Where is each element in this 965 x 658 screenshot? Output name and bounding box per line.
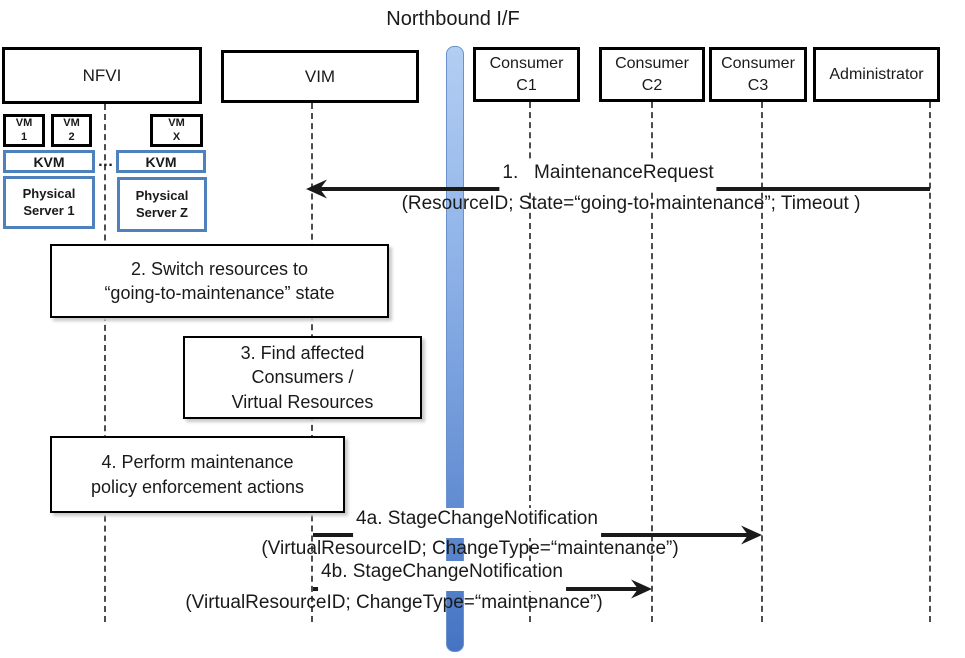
actor-consumer-c2: Consumer C2 — [599, 47, 705, 102]
lifeline-consumer-c2 — [651, 102, 653, 622]
actor-consumer-c1: Consumer C1 — [473, 47, 580, 102]
physical-server-1-box: Physical Server 1 — [3, 176, 95, 229]
kvm-2-box: KVM — [116, 150, 206, 173]
message-1-label: 1. MaintenanceRequest — [499, 162, 717, 192]
vm-2-line2: 2 — [68, 130, 75, 143]
vm-1-line2: 1 — [20, 130, 28, 143]
lifeline-consumer-c1 — [529, 102, 531, 622]
actor-nfvi-label: NFVI — [82, 65, 122, 85]
vm-x-line1: VM — [168, 116, 185, 129]
physical-server-z-line2: Server Z — [135, 204, 189, 220]
lifeline-nfvi — [104, 104, 106, 622]
lifeline-administrator — [929, 102, 931, 622]
vm-2-box: VM 2 — [51, 114, 92, 147]
ellipsis-dots: … — [97, 153, 115, 170]
kvm-1-box: KVM — [3, 150, 95, 173]
vm-x-line2: X — [172, 130, 181, 143]
step-2-line1: 2. Switch resources to — [130, 258, 309, 279]
message-1-arrowhead — [306, 179, 327, 199]
northbound-if-bar — [446, 46, 464, 652]
physical-server-z-line1: Physical — [135, 187, 189, 203]
vm-2-line1: VM — [63, 116, 80, 129]
actor-consumer-c3-line2: C3 — [747, 76, 769, 94]
actor-nfvi: NFVI — [2, 47, 202, 104]
step-3-line3: Virtual Resources — [231, 391, 374, 412]
message-4a-arrowhead — [741, 525, 762, 545]
vm-1-box: VM 1 — [3, 114, 45, 147]
vm-1-line1: VM — [15, 116, 33, 129]
step-4-box: 4. Perform maintenance policy enforcemen… — [50, 436, 345, 513]
actor-administrator-label: Administrator — [829, 65, 924, 83]
message-4b-arrowhead — [631, 579, 652, 599]
actor-consumer-c1-line2: C1 — [516, 76, 537, 94]
vm-x-box: VM X — [150, 114, 203, 147]
actor-administrator: Administrator — [813, 47, 940, 102]
step-4-line1: 4. Perform maintenance — [101, 452, 294, 473]
actor-vim-label: VIM — [304, 66, 336, 86]
kvm-2-label: KVM — [145, 153, 177, 170]
message-4a-params: (VirtualResourceID; ChangeType=“maintena… — [261, 538, 679, 559]
lifeline-consumer-c3 — [761, 102, 763, 622]
physical-server-1-line1: Physical — [22, 185, 76, 201]
kvm-1-label: KVM — [33, 153, 65, 170]
physical-server-1-line2: Server 1 — [23, 202, 75, 218]
step-3-line2: Consumers / — [251, 367, 354, 388]
message-4a-label: 4a. StageChangeNotification — [353, 508, 601, 538]
actor-consumer-c2-line2: C2 — [641, 76, 663, 94]
actor-consumer-c3: Consumer C3 — [709, 47, 807, 102]
step-3-box: 3. Find affected Consumers / Virtual Res… — [183, 336, 422, 419]
actor-consumer-c3-line1: Consumer — [721, 54, 795, 72]
step-3-line1: 3. Find affected — [240, 343, 365, 364]
step-4-line2: policy enforcement actions — [90, 476, 305, 497]
message-1-params: (ResourceID; State=“going-to-maintenance… — [401, 193, 861, 214]
actor-consumer-c2-line1: Consumer — [615, 54, 689, 72]
message-4b-params: (VirtualResourceID; ChangeType=“maintena… — [185, 592, 603, 613]
diagram-title: Northbound I/F — [386, 8, 520, 30]
actor-vim: VIM — [221, 50, 419, 103]
physical-server-z-box: Physical Server Z — [117, 177, 207, 232]
step-2-box: 2. Switch resources to “going-to-mainten… — [50, 244, 389, 318]
actor-consumer-c1-line1: Consumer — [489, 54, 564, 72]
message-4b-label: 4b. StageChangeNotification — [318, 561, 566, 591]
step-2-line2: “going-to-maintenance” state — [104, 283, 335, 303]
